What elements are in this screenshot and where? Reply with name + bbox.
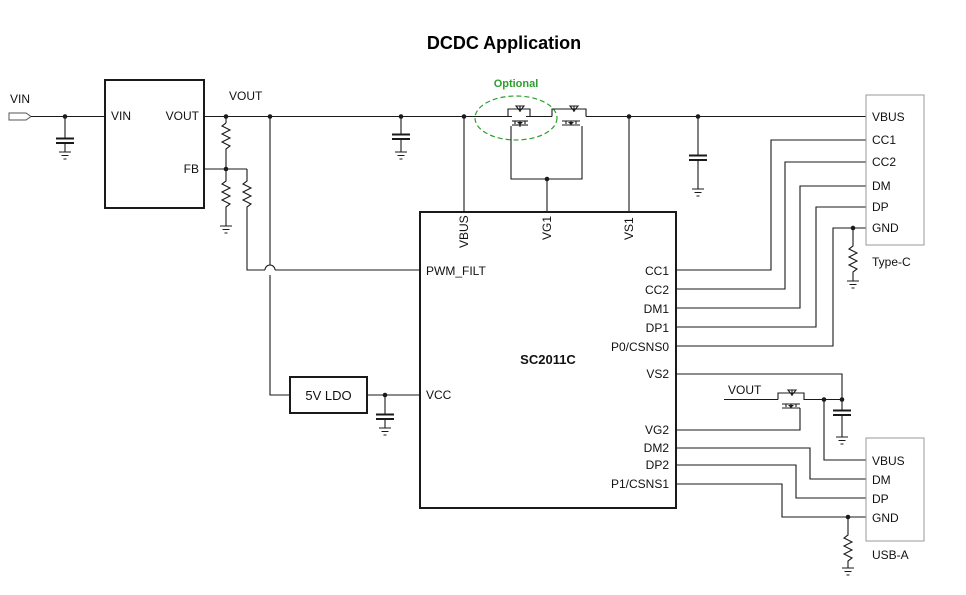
controller-ic: SC2011C VBUS VG1 VS1 PWM_FILT VCC CC1 CC… [419,211,677,509]
usb-a-pin-vbus: VBUS [872,454,905,468]
rail-capacitor-1 [392,116,410,160]
dcdc-pin-fb: FB [184,162,199,176]
ic-pin-dm1: DM1 [644,302,670,316]
type-c-pin-cc2: CC2 [872,155,896,169]
vout-rail-label: VOUT [229,89,263,103]
optional-mosfet-pair: Optional [474,78,587,212]
vout-rail: VOUT [204,89,866,119]
ldo-block: 5V LDO [289,376,420,436]
type-c-pin-dp: DP [872,200,889,214]
ic-pin-dp2: DP2 [646,458,670,472]
ic-pin-dp1: DP1 [646,321,670,335]
usb-a-pin-dp: DP [872,492,889,506]
diagram-title: DCDC Application [427,33,581,53]
ic-pin-vs1: VS1 [622,217,636,240]
feedback-divider [204,116,420,396]
ic-pin-cc1: CC1 [645,264,669,278]
dcdc-converter: VIN VOUT FB [104,79,205,209]
ic-pin-vg1: VG1 [540,216,554,240]
ic-pin-p0-csns0: P0/CSNS0 [611,340,669,354]
usb-a-pin-dm: DM [872,473,891,487]
ic-pin-vbus: VBUS [457,215,471,248]
type-c-wiring [676,139,866,347]
dcdc-pin-vin: VIN [111,109,131,123]
optional-highlight [474,95,558,141]
ic-pin-vs2: VS2 [646,367,669,381]
ic-name: SC2011C [520,352,576,367]
ic-pin-pwm-filt: PWM_FILT [426,264,486,278]
ldo-label: 5V LDO [305,388,351,403]
ic-pin-dm2: DM2 [644,441,670,455]
usb-a-wiring [676,447,866,576]
usb-a-power-path: VOUT [676,373,866,461]
type-c-name: Type-C [872,255,911,269]
optional-label: Optional [494,78,539,90]
type-c-pin-cc1: CC1 [872,133,896,147]
ic-pin-cc2: CC2 [645,283,669,297]
type-c-pin-gnd: GND [872,221,899,235]
vin-terminal [8,112,32,121]
usb-a-pin-gnd: GND [872,511,899,525]
type-c-pin-vbus: VBUS [872,110,905,124]
usb-a-name: USB-A [872,548,909,562]
vin-input: VIN [8,92,105,160]
rail-capacitor-2 [689,116,707,197]
vout-label-2: VOUT [728,383,762,397]
dcdc-pin-vout: VOUT [166,109,200,123]
ic-pin-p1-csns1: P1/CSNS1 [611,477,669,491]
vin-label: VIN [10,92,30,106]
type-c-connector: VBUS CC1 CC2 DM DP GND Type-C [865,94,925,269]
type-c-pin-dm: DM [872,179,891,193]
ic-pin-vg2: VG2 [645,423,669,437]
ic-pin-vcc: VCC [426,388,452,402]
usb-a-connector: VBUS DM DP GND USB-A [865,437,925,562]
